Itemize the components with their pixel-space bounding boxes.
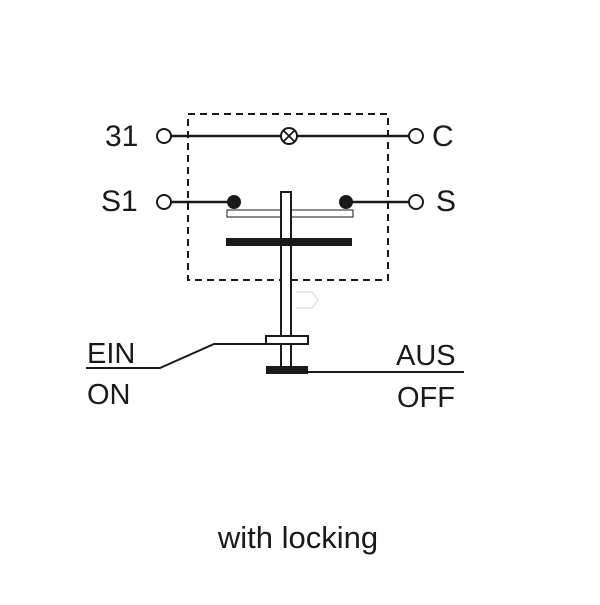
on-lever-line [86, 343, 281, 369]
off-stop-bar [266, 366, 308, 374]
locking-cap [265, 335, 309, 345]
switch-housing-dashed [187, 113, 389, 281]
terminal-label-31: 31 [105, 120, 138, 153]
contact-bridge-closed [226, 238, 352, 246]
caption: with locking [217, 520, 378, 555]
terminal-s1 [156, 194, 172, 210]
watermark-mark [296, 291, 319, 309]
contact-left [227, 195, 241, 209]
position-label-on: ON [87, 379, 131, 411]
terminal-label-s: S [436, 185, 456, 218]
terminal-31 [156, 128, 172, 144]
terminal-label-c: C [432, 120, 454, 153]
terminal-label-s1: S1 [101, 185, 138, 218]
terminal-c [408, 128, 424, 144]
lamp-icon [280, 127, 298, 145]
terminal-s [408, 194, 424, 210]
position-label-off: OFF [397, 382, 455, 414]
position-label-aus: AUS [396, 340, 456, 372]
position-label-ein: EIN [87, 338, 135, 370]
